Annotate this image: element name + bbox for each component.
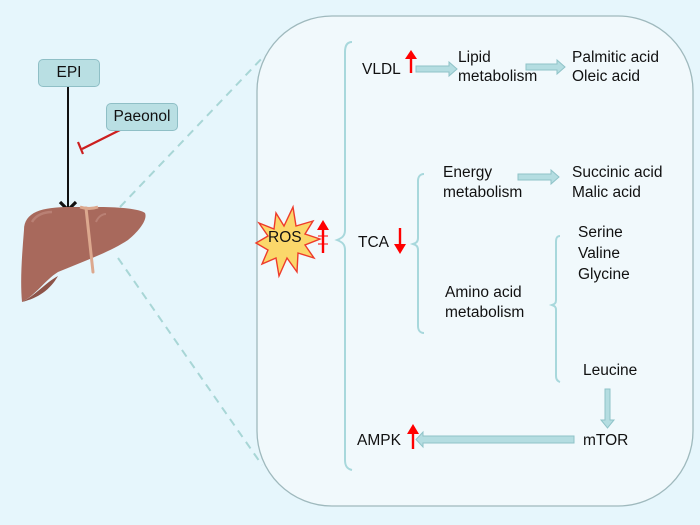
amino-acid-metabolism-line1: Amino acid [445,284,522,301]
zoom-line-top [119,54,266,208]
lipid-metabolism-line2: metabolism [458,68,538,85]
tca-down-arrow-icon [394,228,406,254]
liver-icon [21,205,146,302]
lipid-metabolism-line1: Lipid [458,49,491,66]
energy-metabolism-line1: Energy [443,164,493,181]
tca-brace [409,173,425,334]
ros-up-arrow-icon [317,220,329,253]
paeonol-label: Paeonol [113,108,171,125]
leucine-to-mtor-arrow [599,388,616,429]
paeonol-inhibition-icon [76,129,121,155]
epi-box: EPI [38,59,100,87]
zoom-line-bottom [117,257,263,466]
energy-to-products-arrow [517,168,560,186]
tca-label: TCA [358,234,389,251]
mtor-to-ampk-arrow [415,430,575,449]
malic-acid: Malic acid [572,184,641,201]
vldl-label: VLDL [362,61,401,78]
paeonol-box: Paeonol [106,103,178,131]
energy-metabolism-line2: metabolism [443,184,523,201]
amino-brace [548,235,561,383]
detail-panel [256,15,694,507]
main-brace [334,41,353,471]
vldl-to-lipid-arrow [415,60,458,78]
epi-label: EPI [56,64,82,81]
succinic-acid: Succinic acid [572,164,663,181]
leucine: Leucine [583,362,638,379]
valine: Valine [578,245,620,262]
ampk-label: AMPK [357,432,401,449]
vldl-up-arrow-icon [405,50,417,73]
amino-acid-metabolism-line2: metabolism [445,304,525,321]
oleic-acid: Oleic acid [572,68,641,85]
ros-starburst-icon [254,204,323,279]
ampk-up-arrow-icon [407,424,419,449]
ros-label: ROS [268,229,302,246]
mtor: mTOR [583,432,629,449]
lipid-to-products-arrow [525,58,566,76]
palmitic-acid: Palmitic acid [572,49,659,66]
serine: Serine [578,224,623,241]
glycine: Glycine [578,266,630,283]
